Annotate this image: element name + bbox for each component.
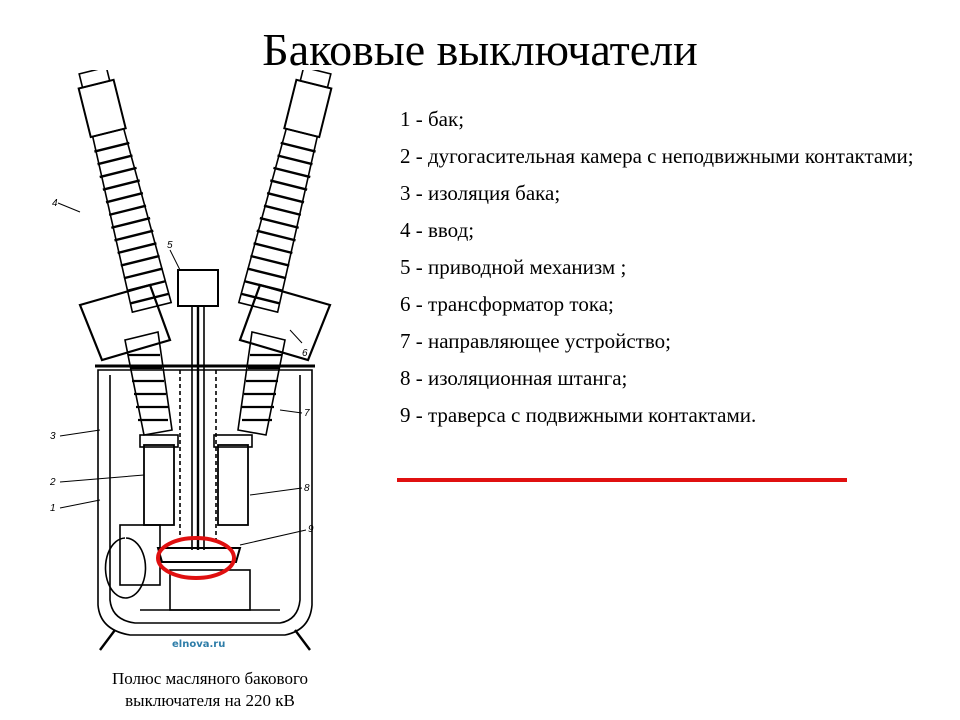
caption-line-1: Полюс масляного бакового <box>111 669 308 688</box>
figure-caption: Полюс масляного бакового выключателя на … <box>60 668 360 712</box>
fig-number-8: 8 <box>304 483 310 494</box>
slide-title: Баковые выключатели <box>262 24 698 75</box>
breaker-drawing: 4 5 6 7 3 2 1 8 9 elnova.ru <box>40 70 370 660</box>
fig-number-9: 9 <box>308 524 314 535</box>
legend-item-3: 3 - изоляция бака; <box>400 181 561 205</box>
fig-number-6: 6 <box>302 348 308 359</box>
legend-item-8: 8 - изоляционная штанга; <box>400 366 628 390</box>
drive-mechanism <box>177 269 219 307</box>
right-bushing <box>237 70 333 314</box>
left-inner-bushing <box>124 331 173 436</box>
legend-item-9: 9 - траверса с подвижными контактами. <box>400 403 757 427</box>
watermark-text: elnova.ru <box>172 639 225 650</box>
caption-line-2: выключателя на 220 кВ <box>125 691 295 710</box>
legend-item-5: 5 - приводной механизм ; <box>400 255 627 279</box>
left-arc-chamber <box>143 444 175 526</box>
legend-item-6: 6 - трансформатор тока; <box>400 292 614 316</box>
highlight-ellipse <box>156 536 236 580</box>
fig-number-1: 1 <box>50 503 56 514</box>
tank-inner <box>109 375 301 624</box>
legend-item-1: 1 - бак; <box>400 107 465 131</box>
left-bushing <box>77 70 173 314</box>
right-arc-chamber <box>217 444 249 526</box>
fig-number-4: 4 <box>52 198 58 209</box>
traverse <box>156 547 242 563</box>
right-ct-housing <box>238 283 332 362</box>
left-ct-housing <box>78 283 172 362</box>
legend-item-2: 2 - дугогасительная камера с неподвижным… <box>400 144 914 168</box>
right-inner-bushing <box>237 331 286 436</box>
fig-number-2: 2 <box>49 477 56 488</box>
fig-number-7: 7 <box>304 408 310 419</box>
breaker-drawing-svg: 4 5 6 7 3 2 1 8 9 elnova.ru <box>49 70 333 651</box>
tank-outline <box>97 369 313 636</box>
component-legend: 1 - бак; 2 - дугогасительная камера с не… <box>400 106 940 439</box>
legend-item-7: 7 - направляющее устройство; <box>400 329 671 353</box>
fig-number-3: 3 <box>50 431 56 442</box>
fig-number-5: 5 <box>167 240 173 251</box>
legend-item-4: 4 - ввод; <box>400 218 475 242</box>
red-underline <box>397 478 847 482</box>
